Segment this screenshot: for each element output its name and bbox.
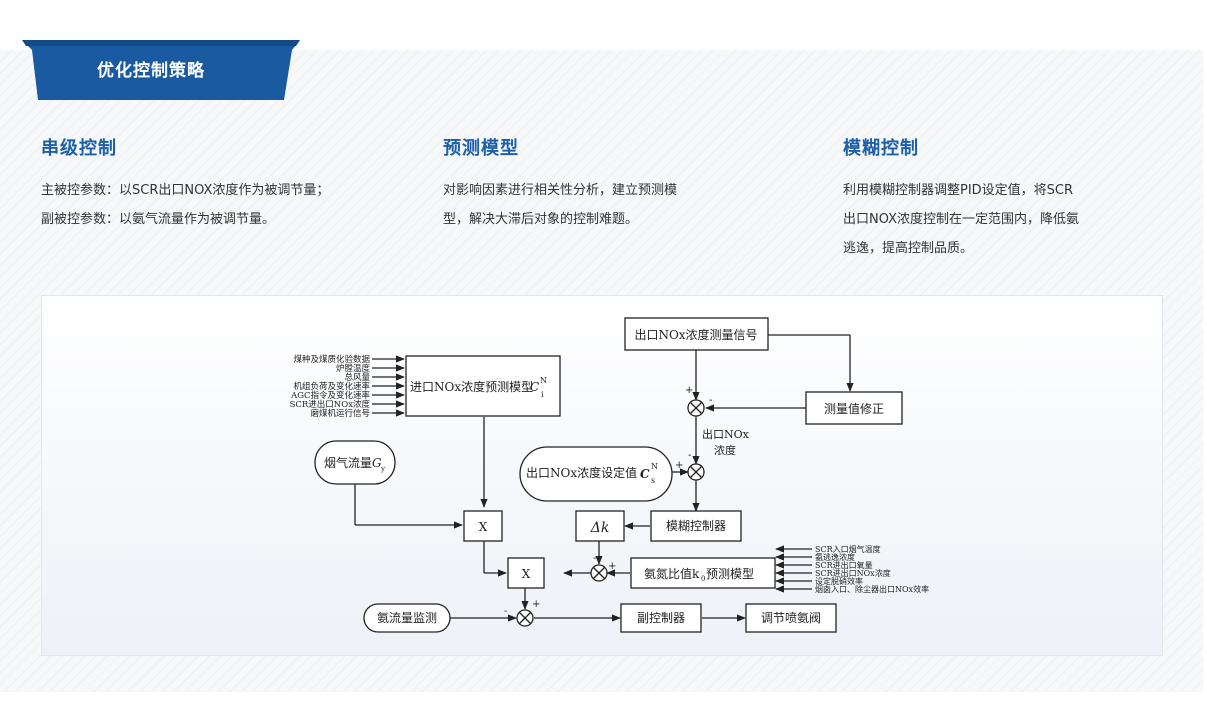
section-tab-title: 优化控制策略 xyxy=(97,61,205,81)
input-left-7: 磨煤机运行信号 xyxy=(310,408,370,419)
input-left-3: 总风量 xyxy=(344,372,370,383)
sign-minus-1: - xyxy=(709,395,712,406)
column-cascade-control: 串级控制 主被控参数：以SCR出口NOX浓度作为被调节量；副被控参数：以氨气流量… xyxy=(41,134,381,234)
input-left-4: 机组负荷及变化速率 xyxy=(293,381,370,392)
input-left-6: SCR进出口NOx浓度 xyxy=(290,399,371,410)
sum-junction-1 xyxy=(687,399,705,417)
sign-minus-3: - xyxy=(593,553,596,564)
column-text: 主被控参数：以SCR出口NOX浓度作为被调节量；副被控参数：以氨气流量作为被调节… xyxy=(41,183,330,227)
setpoint-sub: s xyxy=(651,476,655,485)
input-left-5: AGC指令及变化速率 xyxy=(290,390,370,401)
prediction-model-box xyxy=(405,355,561,417)
control-strategy-diagram: 煤种及煤质化验数据 炉膛温度 总风量 机组负荷及变化速率 AGC指令及变化速率 … xyxy=(290,317,929,633)
setpoint-box xyxy=(519,446,673,502)
section-tab-shape xyxy=(22,40,300,100)
prediction-model-label: 进口NOx浓度预测模型 xyxy=(410,379,533,394)
sign-plus-2: + xyxy=(675,460,683,471)
multiplier-1-label: X xyxy=(479,520,488,534)
ratio-model-tail: 预测模型 xyxy=(706,567,754,581)
delta-k-box xyxy=(575,510,625,542)
sign-plus-3: + xyxy=(608,561,616,572)
sign-plus-1: + xyxy=(685,385,693,396)
secondary-controller-box xyxy=(620,603,702,633)
ratio-model-box xyxy=(630,557,776,589)
input-right-2: 氨逃逸浓度 xyxy=(815,552,855,562)
flue-gas-label: 烟气流量 xyxy=(324,455,372,470)
ammonia-monitor-box xyxy=(363,603,451,633)
control-diagram-frame: 煤种及煤质化验数据 炉膛温度 总风量 机组负荷及变化速率 AGC指令及变化速率 … xyxy=(41,295,1163,656)
sign-plus-4: + xyxy=(532,599,540,610)
setpoint-label: 出口NOx浓度设定值 xyxy=(526,465,637,480)
input-left-1: 煤种及煤质化验数据 xyxy=(293,354,370,365)
column-title: 串级控制 xyxy=(41,138,117,159)
prediction-sub: i xyxy=(541,390,544,399)
input-right-4: SCR进出口NOx浓度 xyxy=(815,568,891,578)
valve-box xyxy=(745,603,837,633)
setpoint-symbol: C xyxy=(640,467,650,481)
sign-minus-4: - xyxy=(504,606,507,617)
input-right-5: 设定脱硝效率 xyxy=(815,576,863,586)
multiplier-2-label: X xyxy=(522,567,531,581)
measure-correction-label: 测量值修正 xyxy=(824,401,884,416)
valve-label: 调节喷氨阀 xyxy=(761,611,821,625)
ratio-model-label: 氨氮比值k xyxy=(644,566,700,581)
sum-junction-3 xyxy=(590,564,608,582)
column-title: 模糊控制 xyxy=(843,138,919,159)
flue-gas-sub: y xyxy=(380,465,385,473)
multiplier-1 xyxy=(463,510,503,542)
prediction-sup: N xyxy=(540,376,547,385)
sign-minus-2: - xyxy=(688,450,691,461)
input-right-6: 烟囱入口、除尘器出口NOx效率 xyxy=(815,584,929,594)
sum-junction-4 xyxy=(516,609,534,627)
input-left-2: 炉膛温度 xyxy=(336,363,371,374)
measure-signal-box xyxy=(624,317,769,351)
ratio-model-sub: 0 xyxy=(701,575,705,583)
setpoint-sup: N xyxy=(651,462,658,471)
delta-k-label: Δk xyxy=(590,520,610,536)
flue-gas-box xyxy=(314,440,396,485)
column-title: 预测模型 xyxy=(443,138,519,159)
column-text: 对影响因素进行相关性分析，建立预测模型，解决大滞后对象的控制难题。 xyxy=(443,183,678,227)
input-right-3: SCR进出口氧量 xyxy=(815,560,873,570)
outlet-label-1: 出口NOx xyxy=(702,427,750,441)
fuzzy-controller-box xyxy=(650,510,742,542)
secondary-controller-label: 副控制器 xyxy=(637,611,685,625)
sum-junction-2 xyxy=(687,463,705,481)
measure-signal-label: 出口NOx浓度测量信号 xyxy=(634,327,757,342)
input-right-1: SCR入口烟气温度 xyxy=(815,544,881,554)
ammonia-monitor-label: 氨流量监测 xyxy=(377,611,437,625)
measure-correction-box xyxy=(805,391,903,425)
outlet-label-2: 浓度 xyxy=(714,443,736,457)
column-prediction-model: 预测模型 对影响因素进行相关性分析，建立预测模型，解决大滞后对象的控制难题。 xyxy=(443,134,783,234)
flue-gas-symbol: G xyxy=(372,456,382,470)
prediction-symbol: C xyxy=(530,380,539,394)
multiplier-2 xyxy=(507,557,545,589)
fuzzy-controller-label: 模糊控制器 xyxy=(666,518,726,533)
